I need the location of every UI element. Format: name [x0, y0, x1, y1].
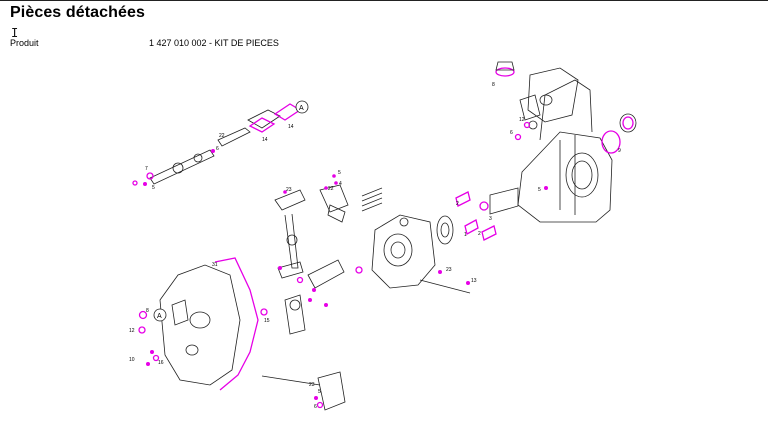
part-label: 14 — [262, 137, 268, 143]
part-label: 8 — [492, 82, 495, 88]
svg-text:A: A — [157, 313, 162, 320]
page-title: Pièces détachées — [10, 4, 146, 21]
part-label: 2 — [478, 231, 481, 237]
rear-seals[interactable] — [495, 61, 637, 190]
linkage-middle[interactable] — [274, 174, 349, 335]
text-cursor-icon: I — [11, 26, 19, 40]
part-label: 23 — [446, 267, 452, 273]
part-label: 14 — [288, 124, 294, 130]
part-label: 7 — [145, 166, 148, 172]
part-label: 1 — [464, 232, 467, 238]
part-label: 5 — [338, 170, 341, 176]
callout-a-upper: A — [295, 100, 309, 114]
product-value[interactable]: 1 427 010 002 - KIT DE PIECES — [149, 38, 279, 48]
part-label: 15 — [264, 318, 270, 324]
spring[interactable] — [361, 187, 383, 212]
part-label: 5 — [152, 185, 155, 191]
part-label: 16 — [158, 360, 164, 366]
part-label: 8 — [146, 308, 149, 314]
svg-text:A: A — [299, 105, 304, 112]
lever-assembly-upper[interactable] — [132, 103, 302, 186]
rear-housing[interactable] — [517, 67, 613, 223]
part-label: 31 — [212, 262, 218, 268]
part-label: 9 — [618, 148, 621, 154]
header-rule — [0, 0, 768, 1]
part-label: 12 — [129, 328, 135, 334]
part-label: 22 — [328, 186, 334, 192]
part-label: 3 — [489, 216, 492, 222]
part-label: 10 — [129, 357, 135, 363]
callout-a-lower: A — [153, 308, 167, 322]
front-housing[interactable] — [138, 257, 346, 411]
part-label: 6 — [216, 146, 219, 152]
part-label: 13 — [471, 278, 477, 284]
part-label: 6 — [314, 404, 317, 410]
part-label: 2 — [456, 201, 459, 207]
part-label: 23 — [309, 382, 315, 388]
part-label: 5 — [538, 187, 541, 193]
part-label: 4 — [339, 181, 342, 187]
pump-head[interactable] — [355, 187, 519, 294]
part-label: 23 — [286, 187, 292, 193]
part-label: 22 — [219, 133, 225, 139]
part-label: 5 — [318, 389, 321, 395]
product-label: Produit — [10, 38, 39, 48]
part-number-labels: 8 12 6 9 22 14 14 6 7 5 23 22 5 4 2 3 2 … — [129, 82, 621, 410]
part-label: 6 — [510, 130, 513, 136]
part-label: 12 — [519, 117, 525, 123]
